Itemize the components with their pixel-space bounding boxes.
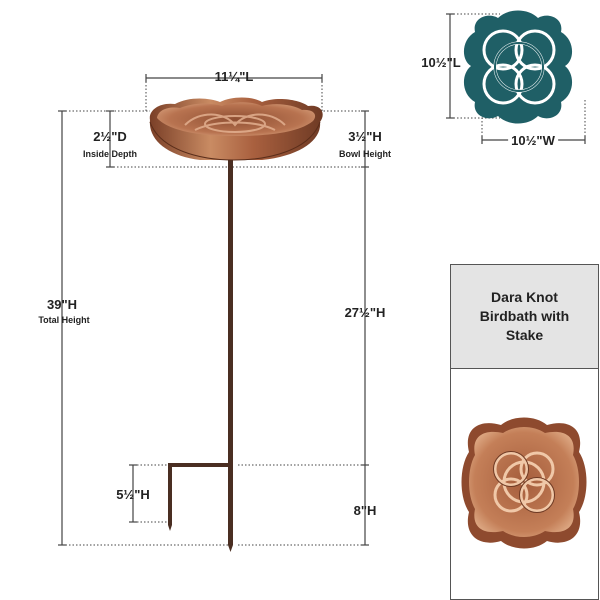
- top-length-value: 10½"L: [421, 55, 461, 70]
- product-card: Dara Knot Birdbath with Stake: [450, 264, 599, 600]
- stake-height-value: 27½"H: [344, 305, 386, 320]
- tick-marks: [58, 13, 586, 546]
- total-height-value: 39"H: [46, 297, 78, 312]
- inside-depth-caption: Inside Depth: [82, 149, 138, 159]
- total-height-caption: Total Height: [38, 315, 90, 325]
- inside-depth-value: 2½"D: [93, 129, 127, 144]
- top-width-value: 10½"W: [508, 134, 558, 147]
- guide-lines: [62, 13, 586, 546]
- product-title: Dara Knot Birdbath with Stake: [479, 289, 570, 343]
- product-card-header: Dara Knot Birdbath with Stake: [451, 265, 598, 369]
- foot-height-value: 5½"H: [116, 487, 150, 502]
- bowl-length-label: 11¼"L: [214, 69, 254, 84]
- birdbath-bowl-image: [149, 97, 323, 161]
- bowl-height-caption: Bowl Height: [339, 149, 391, 159]
- bowl-height-value: 3½"H: [348, 129, 382, 144]
- stake-image: [168, 160, 233, 552]
- bowl-top-view-image: [461, 417, 587, 549]
- ground-height-value: 8"H: [353, 503, 377, 518]
- celtic-knot-logo-icon: [463, 10, 573, 124]
